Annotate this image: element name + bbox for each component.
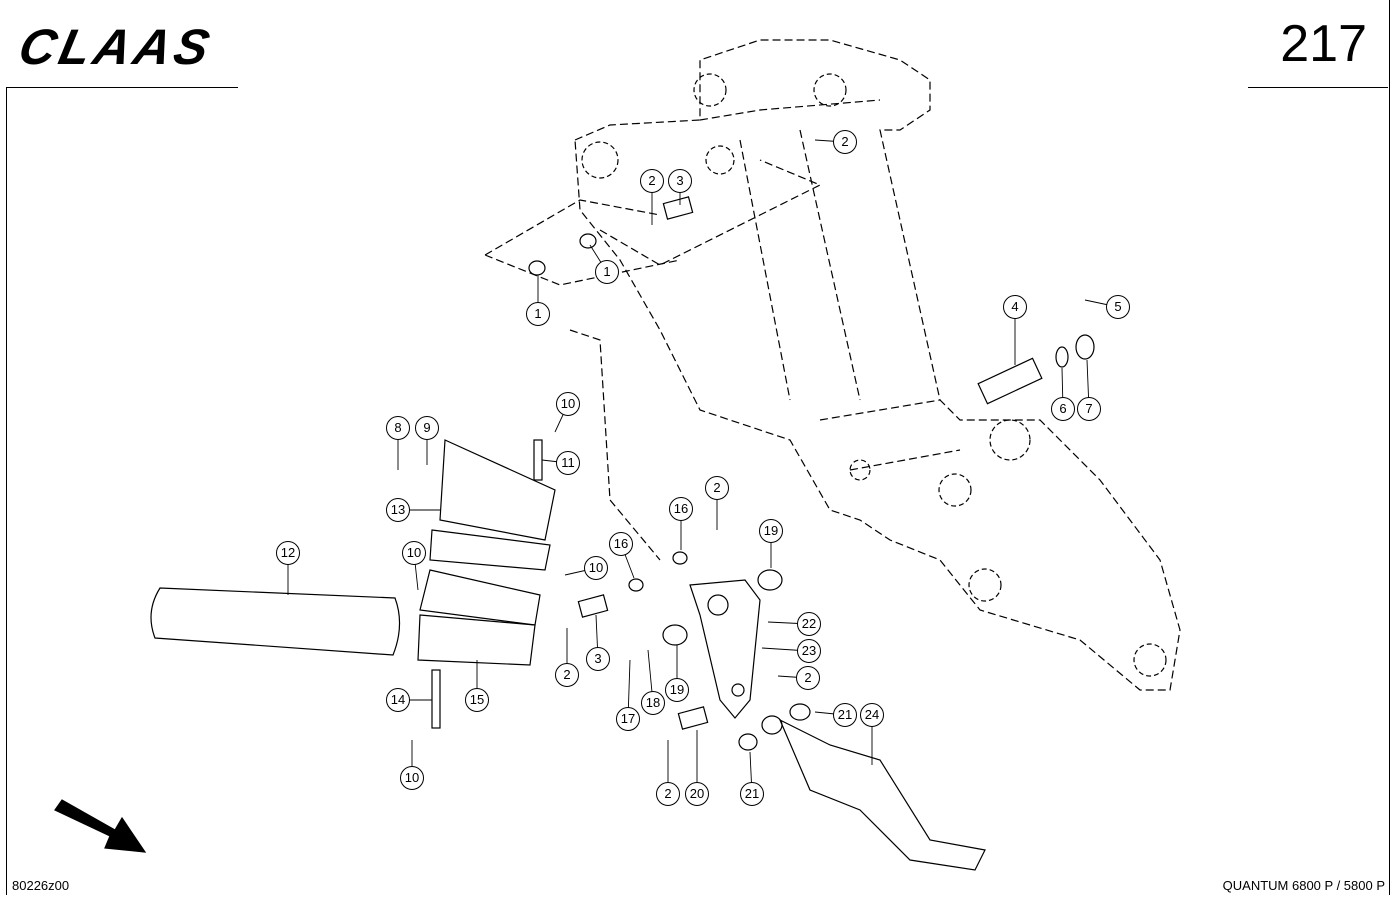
- callout-2: 2: [705, 476, 729, 500]
- callout-14: 14: [386, 688, 410, 712]
- callout-21: 21: [740, 782, 764, 806]
- callout-8: 8: [386, 416, 410, 440]
- flap-12-shape: [150, 587, 401, 656]
- callout-17: 17: [616, 707, 640, 731]
- callout-4: 4: [1003, 295, 1027, 319]
- model-label: QUANTUM 6800 P / 5800 P: [1222, 878, 1385, 893]
- callout-1: 1: [526, 302, 550, 326]
- cylinder-24-shape: [778, 718, 986, 871]
- callout-16: 16: [669, 497, 693, 521]
- bracket-plates: [417, 439, 556, 666]
- callout-15: 15: [465, 688, 489, 712]
- callout-2: 2: [640, 169, 664, 193]
- callout-3: 3: [668, 169, 692, 193]
- callout-13: 13: [386, 498, 410, 522]
- callout-7: 7: [1077, 397, 1101, 421]
- callout-24: 24: [860, 703, 884, 727]
- link-arm-23-shape: [689, 579, 761, 719]
- callout-12: 12: [276, 541, 300, 565]
- callout-18: 18: [641, 691, 665, 715]
- direction-arrow-icon: [54, 799, 147, 853]
- callout-10: 10: [584, 556, 608, 580]
- callout-1: 1: [595, 260, 619, 284]
- callout-2: 2: [656, 782, 680, 806]
- frame-left: [6, 87, 7, 895]
- callout-9: 9: [415, 416, 439, 440]
- callout-21: 21: [833, 703, 857, 727]
- callout-10: 10: [402, 541, 426, 565]
- callout-2: 2: [833, 130, 857, 154]
- callout-16: 16: [609, 532, 633, 556]
- bushings: [528, 196, 783, 730]
- drawing-code: 80226z00: [12, 878, 70, 893]
- frame-right: [1389, 0, 1390, 895]
- dashed-holes: [581, 73, 1167, 677]
- callout-5: 5: [1106, 295, 1130, 319]
- callout-23: 23: [797, 639, 821, 663]
- callout-2: 2: [796, 666, 820, 690]
- callout-6: 6: [1051, 397, 1075, 421]
- pin-4-shape: [977, 334, 1095, 405]
- callout-20: 20: [685, 782, 709, 806]
- callout-10: 10: [556, 392, 580, 416]
- page-number: 217: [1280, 15, 1367, 73]
- pin-11-shape: [533, 439, 543, 481]
- pin-14-shape: [431, 669, 441, 729]
- header-rule-right: [1248, 87, 1388, 88]
- callout-3: 3: [586, 647, 610, 671]
- loader-frame-outline: [484, 39, 1181, 691]
- callout-22: 22: [797, 612, 821, 636]
- callout-10: 10: [400, 766, 424, 790]
- callout-19: 19: [665, 678, 689, 702]
- callout-11: 11: [556, 451, 580, 475]
- callout-2: 2: [555, 663, 579, 687]
- header-rule-left: [6, 87, 238, 88]
- callout-19: 19: [759, 519, 783, 543]
